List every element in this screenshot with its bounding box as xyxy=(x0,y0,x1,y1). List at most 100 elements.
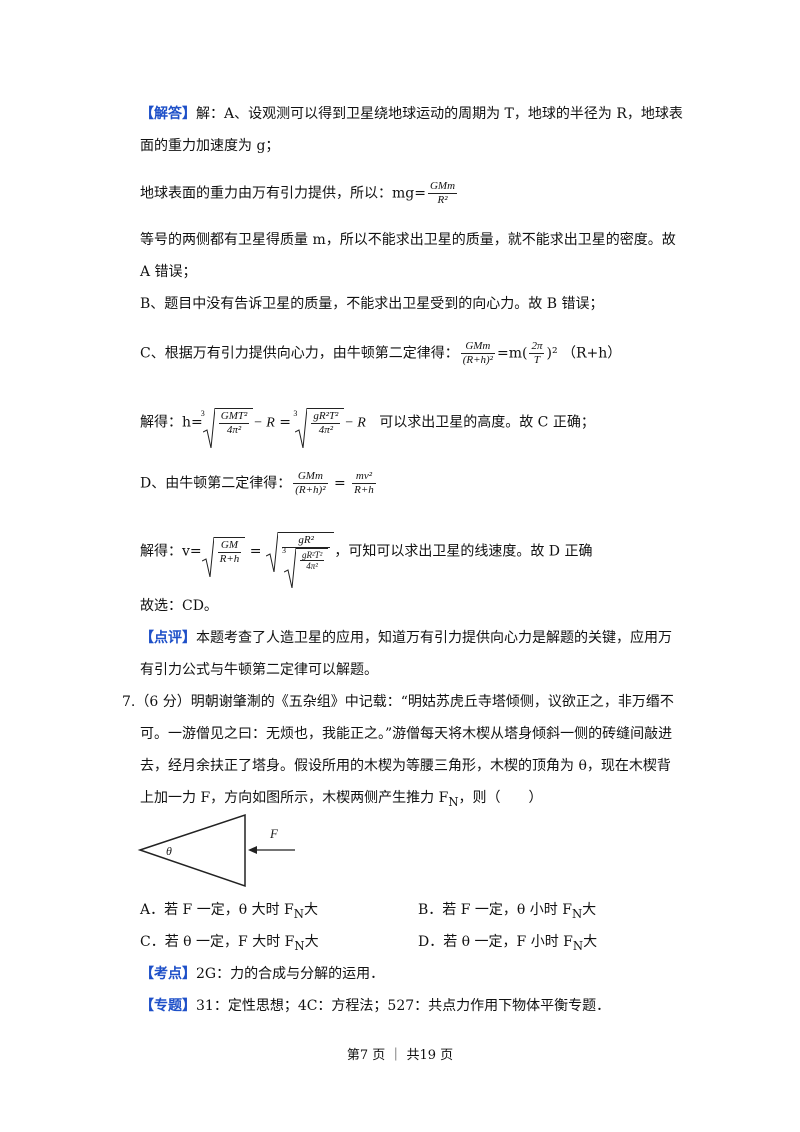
frac-den: (R+h)² xyxy=(295,484,326,496)
question-7-text-4: 上加一力 F，方向如图所示，木楔两侧产生推力 F xyxy=(140,790,449,806)
answer-text-8: 解得：h= xyxy=(140,414,203,431)
knowledge-point-line: 【考点】2G：力的合成与分解的运用． xyxy=(140,964,384,984)
answer-tag: 【解答】 xyxy=(140,106,196,122)
frac-num: gR²T² xyxy=(299,550,325,561)
option-c-text: C．若 θ 一定，F 大时 F xyxy=(140,934,295,950)
radical-sign-icon xyxy=(265,532,278,572)
answer-text-7b: =m( xyxy=(497,345,528,362)
comment-tag: 【点评】 xyxy=(140,630,196,646)
minus-r: − R xyxy=(344,415,366,431)
frac-num: GM xyxy=(217,539,242,553)
answer-line-2: 面的重力加速度为 g； xyxy=(140,138,280,154)
root-index: 3 xyxy=(200,409,205,418)
frac-num: 2π xyxy=(529,340,545,354)
fraction-gmm-rh2: GMm(R+h)² xyxy=(460,340,495,367)
topic-tag: 【专题】 xyxy=(140,998,196,1014)
force-f-label: F xyxy=(269,826,279,841)
option-c[interactable]: C．若 θ 一定，F 大时 FN大 xyxy=(140,932,319,956)
frac-num: gR² xyxy=(281,534,331,548)
answer-text-3: 地球表面的重力由万有引力提供，所以：mg= xyxy=(140,185,426,202)
frac-num: GMT² xyxy=(218,410,250,424)
answer-line-5: A 错误； xyxy=(140,264,197,280)
topic-line: 【专题】31：定性思想；4C：方程法；527：共点力作用下物体平衡专题． xyxy=(140,996,610,1016)
wedge-triangle xyxy=(137,813,246,888)
answer-line-1: 【解答】解：A、设观测可以得到卫星绕地球运动的周期为 T，地球的半径为 R，地球… xyxy=(140,104,683,124)
question-7-line-4: 上加一力 F，方向如图所示，木楔两侧产生推力 FN，则（ ） xyxy=(140,788,543,812)
root-index: 3 xyxy=(293,409,298,418)
option-b[interactable]: B．若 F 一定，θ 小时 FN大 xyxy=(418,900,596,924)
frac-den: (R+h)² xyxy=(462,354,493,366)
option-a[interactable]: A．若 F 一定，θ 大时 FN大 xyxy=(140,900,318,924)
answer-text-7c: )² （R+h） xyxy=(546,345,622,362)
option-d-end: 大 xyxy=(583,934,598,950)
subscript-n: N xyxy=(571,906,583,921)
comment-line-2: 有引力公式与牛顿第二定律可以解题。 xyxy=(140,662,378,678)
answer-line-6: B、题目中没有告诉卫星的质量，不能求出卫星受到的向心力。故 B 错误； xyxy=(140,296,604,312)
option-c-end: 大 xyxy=(304,934,319,950)
frac-den: 4π² xyxy=(226,424,242,436)
option-d-text: D．若 θ 一定，F 小时 F xyxy=(418,934,573,950)
radical-sign-icon xyxy=(295,408,308,448)
frac-num: gR²T² xyxy=(311,410,341,424)
comment-line-1: 【点评】本题考查了人造卫星的应用，知道万有引力提供向心力是解题的关键，应用万 xyxy=(140,628,672,648)
frac-den: R+h xyxy=(219,553,240,565)
root-index: 3 xyxy=(281,546,286,555)
answer-text-7: C、根据万有引力提供向心力，由牛顿第二定律得： xyxy=(140,345,459,362)
answer-text-8b: 可以求出卫星的高度。故 C 正确； xyxy=(379,414,595,431)
frac-den: 4π² xyxy=(318,424,334,436)
question-7-line-3: 去，经月余扶正了塔身。假设所用的木楔为等腰三角形，木楔的顶角为 θ，现在木楔背 xyxy=(140,758,671,774)
equals: = xyxy=(249,543,262,560)
frac-den: R+h xyxy=(354,484,374,496)
answer-text-10: 解得：v= xyxy=(140,543,202,560)
page-footer: 第7 页 ｜ 共19 页 xyxy=(346,1048,454,1063)
subscript-n: N xyxy=(293,906,304,921)
minus-r: − R xyxy=(253,415,275,431)
equals: = xyxy=(333,475,346,492)
option-b-text: B．若 F 一定，θ 小时 F xyxy=(418,902,572,918)
subscript-n: N xyxy=(294,938,305,953)
fraction-gmm-rh2-d: GMm(R+h)² xyxy=(293,470,328,497)
knowledge-text: 2G：力的合成与分解的运用． xyxy=(196,966,385,982)
topic-text: 31：定性思想；4C：方程法；527：共点力作用下物体平衡专题． xyxy=(196,998,611,1014)
option-a-text: A．若 F 一定，θ 大时 F xyxy=(140,902,294,918)
frac-num: mv² xyxy=(352,470,376,484)
equals: = xyxy=(279,414,291,431)
answer-text-10b: ，可知可以求出卫星的线速度。故 D 正确 xyxy=(334,543,593,560)
radical-sign-icon xyxy=(202,408,215,448)
frac-num: GMm xyxy=(427,180,458,194)
question-7-line-2: 可。一游僧见之曰：无烦也，我能正之。”游僧每天将木楔从塔身倾斜一侧的砖缝间敲进 xyxy=(140,726,673,742)
frac-num: GMm xyxy=(460,340,495,354)
subscript-n: N xyxy=(448,794,459,809)
frac-num: GMm xyxy=(293,470,328,484)
question-7-text-4-end: ，则（ ） xyxy=(458,790,543,806)
angle-theta-label: θ xyxy=(166,844,172,858)
comment-text-1: 本题考查了人造卫星的应用，知道万有引力提供向心力是解题的关键，应用万 xyxy=(196,630,672,646)
knowledge-tag: 【考点】 xyxy=(140,966,196,982)
frac-den: 4π² xyxy=(306,561,318,571)
arrow-head-icon xyxy=(248,846,257,854)
option-d[interactable]: D．若 θ 一定，F 小时 FN大 xyxy=(418,932,597,956)
option-b-end: 大 xyxy=(582,902,597,918)
option-a-end: 大 xyxy=(303,902,318,918)
frac-den: T xyxy=(533,354,541,366)
wedge-figure: θ F xyxy=(137,813,295,888)
answer-text-1: 解：A、设观测可以得到卫星绕地球运动的周期为 T，地球的半径为 R，地球表 xyxy=(196,106,683,122)
answer-text-9: D、由牛顿第二定律得： xyxy=(140,475,292,492)
